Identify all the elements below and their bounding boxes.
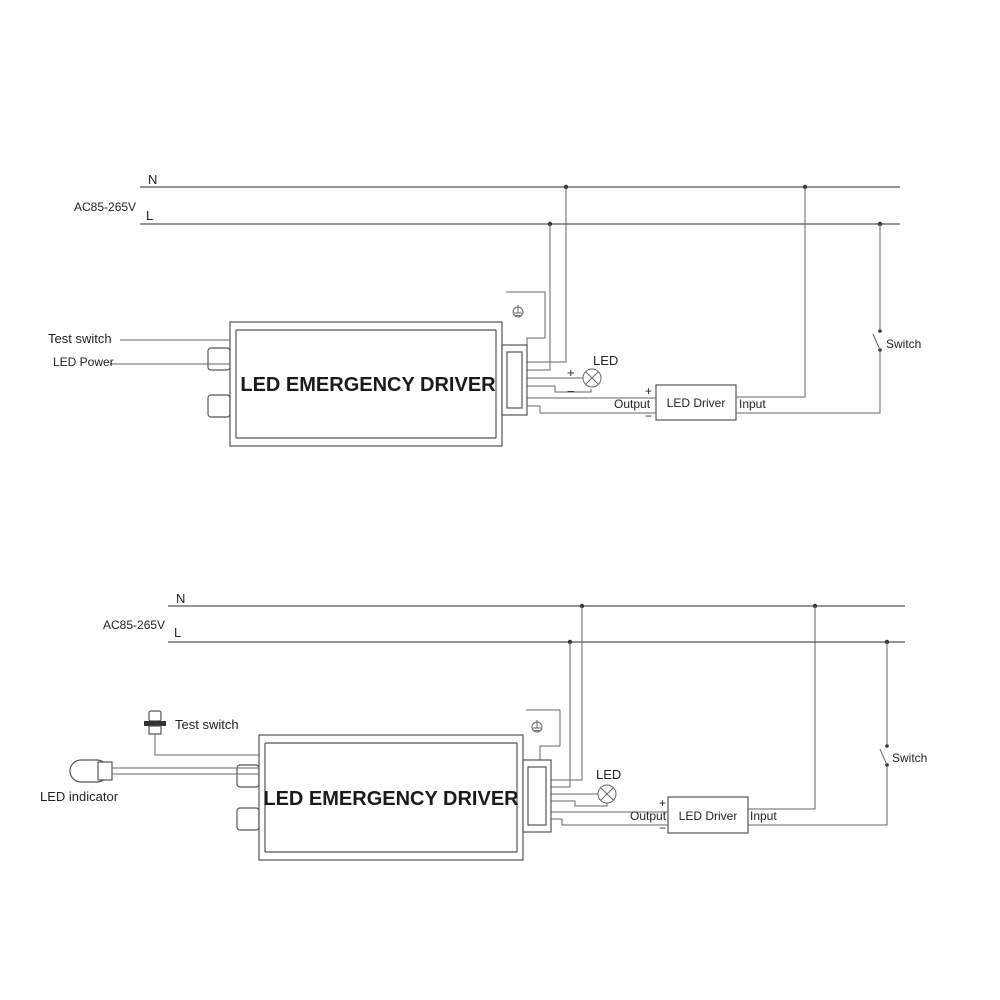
output-wire-minus bbox=[551, 818, 668, 826]
neutral-label: N bbox=[176, 591, 185, 606]
input-neutral-wire bbox=[748, 606, 816, 810]
neutral-drop-wire bbox=[527, 187, 567, 363]
live-label: L bbox=[174, 625, 181, 640]
led-driver-bottom: LED Driver + − Output Input bbox=[630, 796, 777, 835]
led-indicator-label: LED indicator bbox=[40, 789, 119, 804]
voltage-label: AC85-265V bbox=[103, 618, 165, 632]
minus-sign: − bbox=[659, 821, 666, 835]
led-lamp-top: LED + − bbox=[527, 353, 618, 399]
led-label: LED bbox=[593, 353, 618, 368]
input-live-wire bbox=[736, 352, 881, 414]
input-label: Input bbox=[739, 397, 766, 411]
minus-sign: − bbox=[645, 409, 652, 423]
neutral-drop-wire bbox=[551, 606, 583, 781]
driver-title: LED EMERGENCY DRIVER bbox=[240, 374, 496, 396]
test-switch-label: Test switch bbox=[48, 331, 112, 346]
live-drop-wire bbox=[527, 224, 551, 371]
plus-sign: + bbox=[659, 796, 666, 810]
wiring-diagram-bottom: N L AC85-265V LED EMERGENCY DRIVER bbox=[40, 591, 927, 861]
neutral-label: N bbox=[148, 172, 157, 187]
driver-title: LED EMERGENCY DRIVER bbox=[263, 788, 519, 810]
live-label: L bbox=[146, 208, 153, 223]
led-driver-label: LED Driver bbox=[679, 809, 738, 823]
wiring-diagram-top: N L AC85-265V LED E bbox=[48, 172, 921, 447]
emergency-driver-bottom: LED EMERGENCY DRIVER bbox=[236, 734, 552, 861]
led-driver-label: LED Driver bbox=[667, 396, 726, 410]
ground-terminal bbox=[506, 291, 546, 345]
switch-top: Switch bbox=[872, 224, 921, 352]
lamp-icon bbox=[597, 784, 617, 804]
ground-terminal bbox=[526, 709, 561, 760]
led-indicator: LED indicator bbox=[40, 759, 259, 804]
input-neutral-wire bbox=[736, 187, 806, 398]
led-lamp-bottom: LED bbox=[551, 767, 621, 807]
voltage-label: AC85-265V bbox=[74, 200, 136, 214]
button-collar bbox=[144, 721, 166, 726]
led-driver-top: LED Driver + − Output Input bbox=[614, 384, 766, 423]
minus-sign: − bbox=[567, 384, 575, 399]
output-label: Output bbox=[614, 397, 651, 411]
switch-label: Switch bbox=[886, 337, 921, 351]
switch-icon bbox=[872, 333, 881, 351]
test-switch-button: Test switch bbox=[144, 710, 259, 756]
led-power-label: LED Power bbox=[53, 355, 114, 369]
switch-bottom: Switch bbox=[879, 642, 927, 767]
test-switch-label: Test switch bbox=[175, 717, 239, 732]
plus-sign: + bbox=[567, 365, 575, 380]
switch-icon bbox=[879, 748, 888, 766]
emergency-driver-top: LED EMERGENCY DRIVER bbox=[207, 321, 528, 447]
plus-sign: + bbox=[645, 384, 652, 398]
output-label: Output bbox=[630, 809, 667, 823]
live-drop-wire bbox=[551, 642, 571, 788]
switch-label: Switch bbox=[892, 751, 927, 765]
input-live-wire bbox=[748, 767, 888, 826]
lamp-icon bbox=[582, 368, 602, 388]
output-wire-minus bbox=[527, 405, 656, 414]
input-label: Input bbox=[750, 809, 777, 823]
led-label: LED bbox=[596, 767, 621, 782]
